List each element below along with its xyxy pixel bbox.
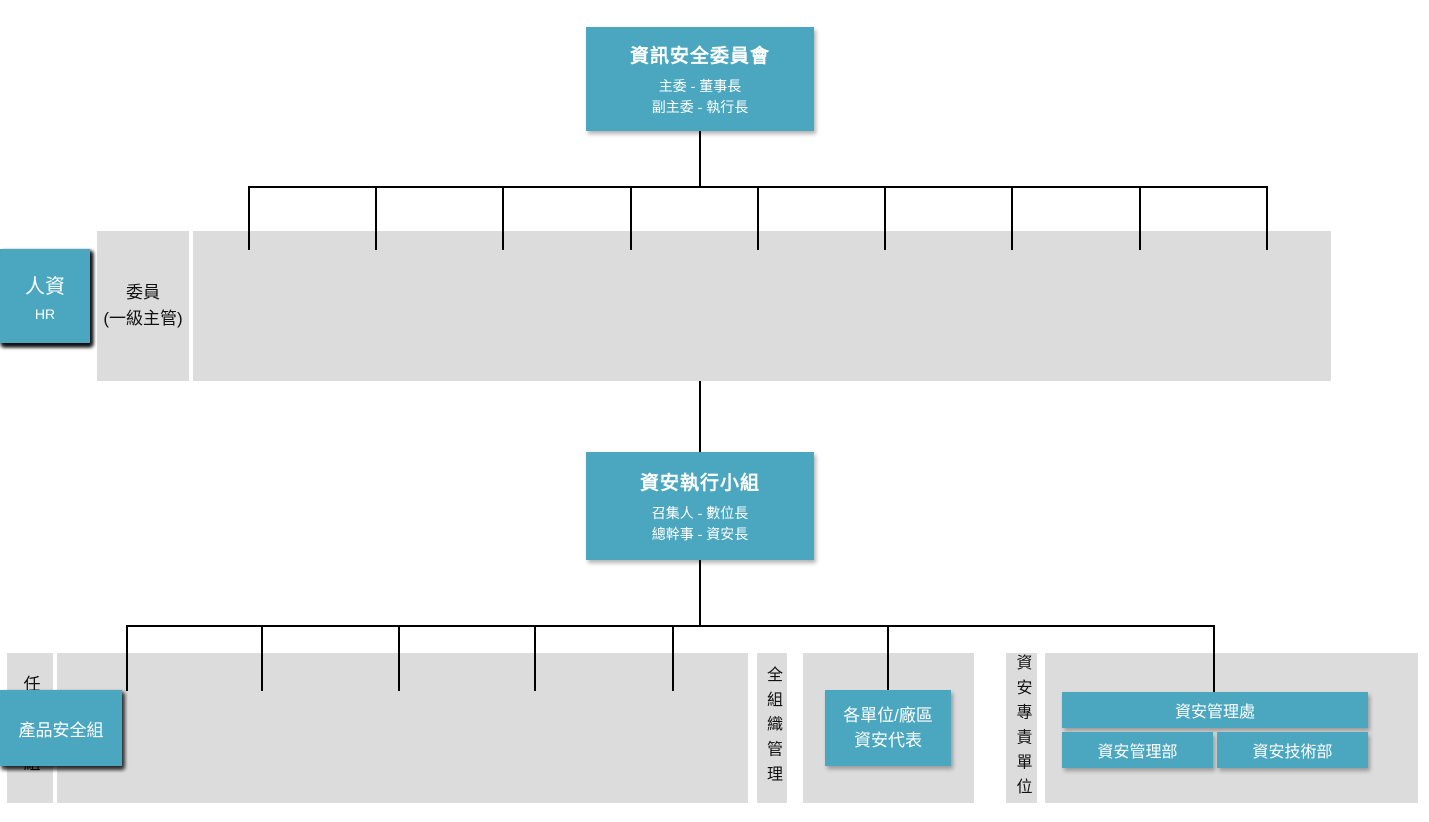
committee-title: 資訊安全委員會 [629, 46, 770, 68]
exec-team-box: 資安執行小組 召集人 - 數位長 總幹事 - 資安長 [586, 452, 814, 560]
org-wide-rep-line1: 各單位/廠區 [843, 705, 933, 725]
org-wide-label-text: 全組織管理 [764, 666, 781, 790]
committee-members-band [193, 231, 1331, 381]
member-en: HR [34, 306, 56, 322]
committee-members-label-line1: 委員 [126, 282, 160, 302]
security-division-label: 資安管理處 [1174, 704, 1255, 721]
task-label: 產品安全組 [18, 720, 104, 740]
security-division-box: 資安管理處 [1062, 692, 1368, 728]
committee-members-label: 委員 (一級主管) [97, 231, 189, 381]
security-mgmt-dept-box: 資安管理部 [1062, 732, 1213, 768]
member-zh: 人資 [25, 276, 65, 298]
committee-members-label-line2: (一級主管) [103, 309, 183, 328]
security-tech-dept-label: 資安技術部 [1252, 744, 1333, 761]
task-force-band [57, 653, 748, 803]
dedicated-unit-band [1045, 653, 1418, 803]
org-wide-rep-line2: 資安代表 [854, 731, 922, 750]
exec-team-secretary: 總幹事 - 資安長 [651, 525, 749, 542]
dedicated-unit-label-text: 資安專責單位 [1013, 653, 1031, 803]
committee-box: 資訊安全委員會 主委 - 董事長 副主委 - 執行長 [586, 27, 814, 131]
exec-team-title: 資安執行小組 [639, 473, 760, 495]
exec-team-convener: 召集人 - 數位長 [651, 505, 749, 522]
dedicated-unit-label: 資安專責單位 [1006, 653, 1037, 803]
member-box-hr: 人資 HR [0, 249, 90, 343]
task-box-product-security: 產品安全組 [0, 690, 122, 766]
org-wide-rep-box: 各單位/廠區 資安代表 [825, 690, 951, 766]
security-tech-dept-box: 資安技術部 [1217, 732, 1368, 768]
security-mgmt-dept-label: 資安管理部 [1097, 744, 1178, 761]
org-wide-label: 全組織管理 [757, 653, 787, 803]
committee-vice-chair: 副主委 - 執行長 [651, 98, 749, 115]
committee-chair: 主委 - 董事長 [658, 78, 742, 95]
